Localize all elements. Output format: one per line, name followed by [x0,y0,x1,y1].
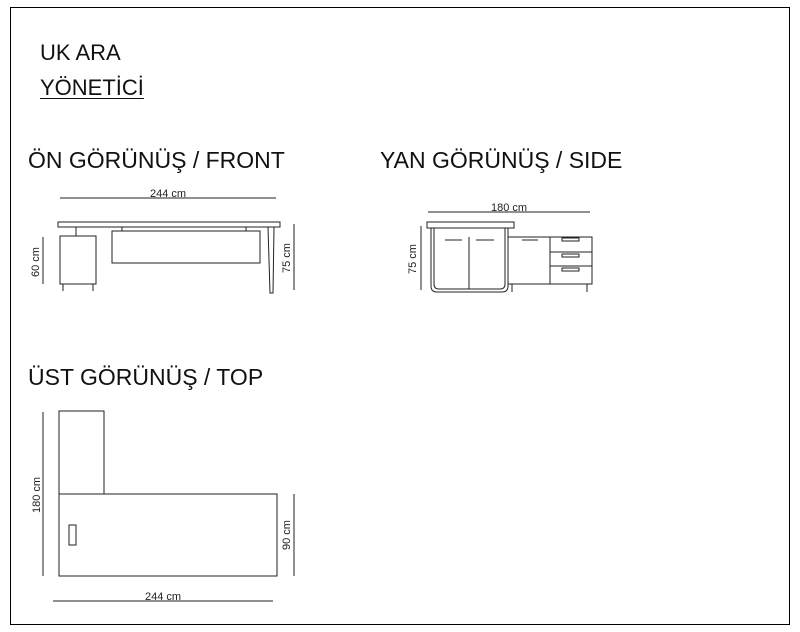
front-tabletop [57,221,281,228]
top-desk-depth-label: 90 cm [281,520,293,550]
top-width-label: 244 cm [145,591,181,603]
side-desk-frame [430,228,509,293]
front-cabinet-height-label: 60 cm [30,247,42,277]
side-width-label: 180 cm [491,202,527,214]
side-drawer-handle-2 [561,253,580,258]
side-drawer-handle-1 [561,237,580,242]
front-view-heading: ÖN GÖRÜNÜŞ / FRONT [28,147,285,173]
page-frame [10,7,790,625]
top-depth-label: 180 cm [31,477,43,513]
side-height-label: 75 cm [407,244,419,274]
front-modesty-panel [111,230,261,264]
side-drawer-handle-3 [561,267,580,272]
side-view-heading: YAN GÖRÜNÜŞ / SIDE [380,147,623,173]
product-code: UK ARA [40,40,121,65]
front-view-drawing [42,197,295,294]
front-width-label: 244 cm [150,188,186,200]
front-cabinet [59,235,97,285]
top-view-drawing [42,410,295,602]
front-desk-leg [267,226,275,294]
front-height-label: 75 cm [281,243,293,273]
top-view-heading: ÜST GÖRÜNÜŞ / TOP [28,364,264,390]
side-view-drawing [420,211,593,293]
top-cabinet-handle [68,524,77,546]
product-name: YÖNETİCİ [40,75,144,100]
top-desk-surface [58,493,278,577]
side-tabletop [426,221,515,229]
top-return-surface [58,410,105,495]
